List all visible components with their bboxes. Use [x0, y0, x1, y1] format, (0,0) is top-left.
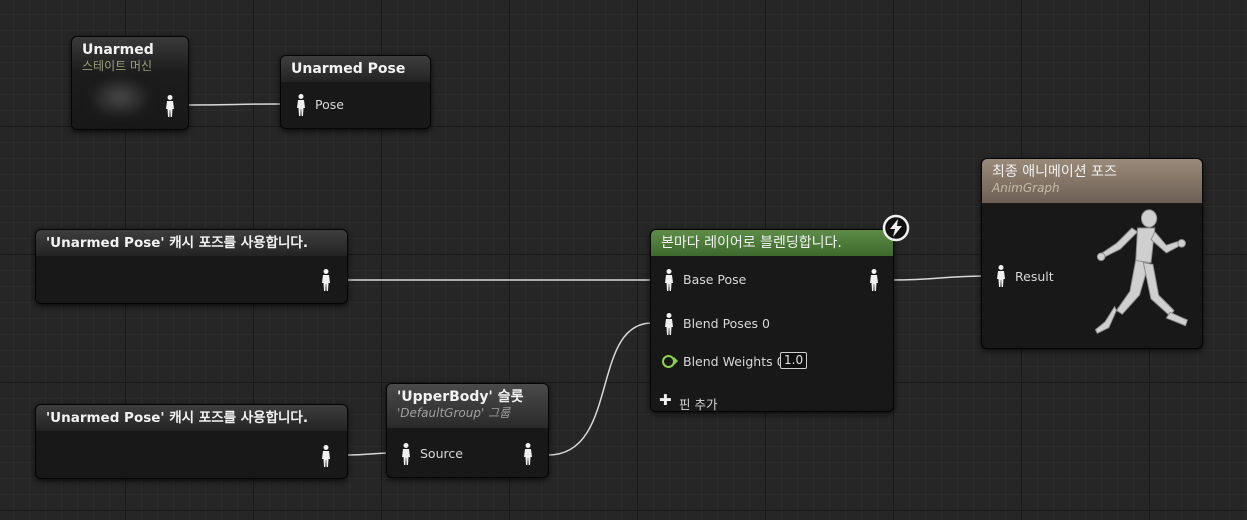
pose-pin-icon [322, 445, 330, 467]
slot-subtitle: 'DefaultGroup' 그룹 [397, 406, 511, 420]
wire-blend-to-result [891, 275, 991, 281]
pose-pin-icon [166, 95, 174, 117]
layered-blend-title: 본마다 레이어로 블렌딩합니다. [661, 235, 842, 251]
pose-pin-icon [665, 313, 673, 335]
final-pose-subtitle: AnimGraph [992, 181, 1060, 195]
final-pose-result-pin[interactable] [995, 264, 1007, 288]
save-cached-pose-title: Unarmed Pose [291, 61, 406, 77]
pose-pin-icon [402, 443, 410, 465]
use-cached-pose-node-2[interactable]: 'Unarmed Pose' 캐시 포즈를 사용합니다. [35, 404, 348, 479]
use-cached-pose-output-pin-2[interactable] [320, 444, 332, 468]
state-machine-output-pose-pin[interactable] [164, 94, 176, 118]
final-animation-pose-node[interactable]: 최종 애니메이션 포즈 AnimGraph Result [981, 158, 1203, 349]
final-pose-title: 최종 애니메이션 포즈 [992, 164, 1117, 180]
state-machine-node[interactable]: Unarmed 스테이트 머신 [71, 36, 189, 130]
add-pin-button[interactable]: ✚ 핀 추가 [659, 391, 739, 412]
use-cached-pose-output-pin-1[interactable] [320, 268, 332, 292]
state-machine-subtitle: 스테이트 머신 [82, 59, 153, 73]
pose-pin-icon [524, 443, 532, 465]
base-pose-pin[interactable] [663, 268, 675, 292]
blend-weights-value-input[interactable]: 1.0 [780, 352, 808, 369]
use-cached-pose-title-1: 'Unarmed Pose' 캐시 포즈를 사용합니다. [46, 235, 308, 251]
wire-statemachine-to-cache [187, 103, 283, 106]
final-pose-result-label: Result [1015, 269, 1054, 284]
slot-source-label: Source [420, 446, 463, 461]
slot-output-pin[interactable] [522, 442, 534, 466]
blend-poses-label: Blend Poses 0 [683, 316, 770, 331]
pose-pin-icon [997, 265, 1005, 287]
blend-weights-label: Blend Weights 0 [683, 354, 785, 369]
slot-node[interactable]: 'UpperBody' 슬롯 'DefaultGroup' 그룹 Source [386, 383, 549, 478]
slot-source-pin[interactable] [400, 442, 412, 466]
layered-blend-node[interactable]: 본마다 레이어로 블렌딩합니다. Base Pose Blend Poses 0… [650, 229, 894, 412]
lightning-icon [882, 214, 910, 242]
blend-poses-pin[interactable] [663, 312, 675, 336]
mannequin-icon [1094, 209, 1189, 335]
float-pin-arrow [674, 357, 678, 365]
pose-pin-icon [870, 269, 878, 291]
state-machine-title: Unarmed [82, 42, 154, 58]
pose-pin-icon [322, 269, 330, 291]
save-cached-pose-node[interactable]: Unarmed Pose Pose [280, 55, 431, 129]
pose-pin-icon [665, 269, 673, 291]
layered-blend-output-pin[interactable] [868, 268, 880, 292]
save-cached-pose-pin-label: Pose [315, 97, 344, 112]
plus-icon: ✚ [659, 391, 672, 409]
use-cached-pose-node-1[interactable]: 'Unarmed Pose' 캐시 포즈를 사용합니다. [35, 229, 348, 304]
pose-pin-icon [297, 94, 305, 116]
wire-slot-to-blendposes [547, 322, 653, 456]
base-pose-label: Base Pose [683, 272, 747, 287]
slot-title: 'UpperBody' 슬롯 [397, 389, 524, 405]
save-cached-pose-input-pin[interactable] [295, 93, 307, 117]
add-pin-label: 핀 추가 [679, 397, 718, 412]
use-cached-pose-title-2: 'Unarmed Pose' 캐시 포즈를 사용합니다. [46, 410, 308, 426]
state-machine-thumbnail [90, 77, 150, 117]
